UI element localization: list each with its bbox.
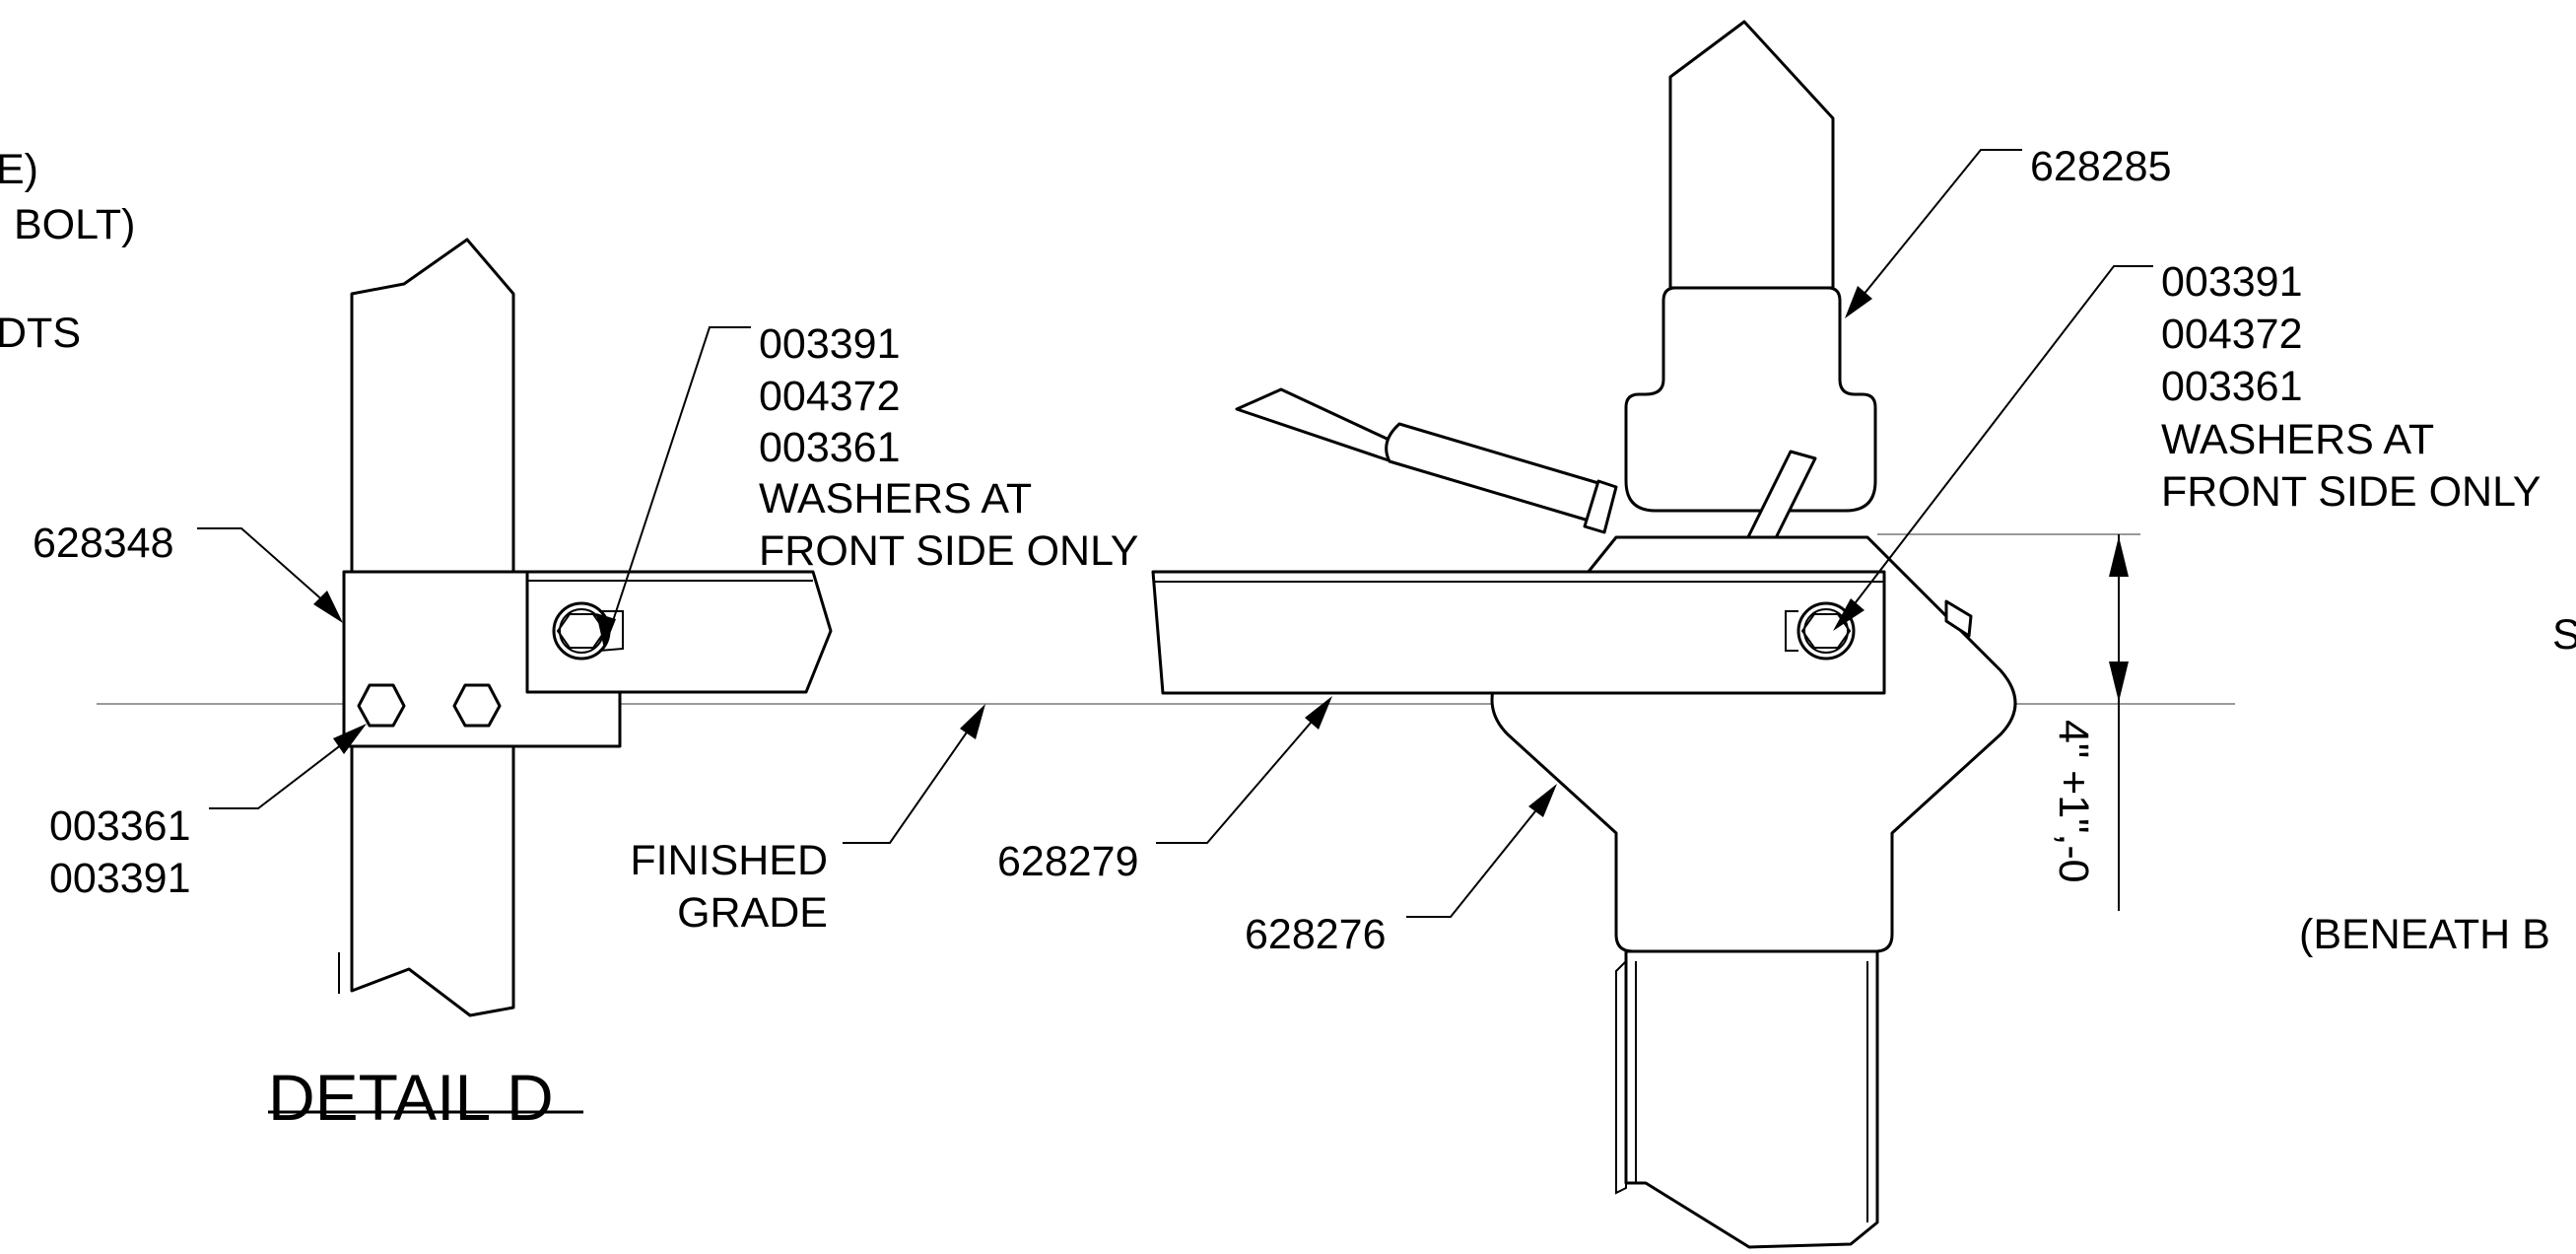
detail-d-hw-3: 003361 bbox=[759, 424, 901, 471]
detail-d-bottom-hw-1: 003361 bbox=[49, 802, 191, 850]
base-pipe-flange bbox=[1615, 958, 1627, 1195]
detail-d: DETAIL D 628348 003391 004372 003361 WAS… bbox=[33, 238, 1138, 1134]
main-rail-bolt bbox=[1785, 601, 1856, 661]
base-pipe bbox=[1624, 949, 1879, 1249]
main-assembly: 628285 003391 004372 003361 WASHERS AT F… bbox=[997, 20, 2541, 1249]
detail-d-hw-1: 003391 bbox=[759, 320, 901, 368]
left-callout-line-3: DTS bbox=[0, 310, 81, 357]
side-tab bbox=[1944, 599, 1973, 638]
main-rail-part: 628279 bbox=[997, 838, 1139, 885]
detail-d-hw-4: WASHERS AT bbox=[759, 475, 1032, 522]
main-hw-4: WASHERS AT bbox=[2161, 416, 2434, 463]
detail-d-bottom-hw-2: 003391 bbox=[49, 855, 191, 902]
main-hw-5: FRONT SIDE ONLY bbox=[2161, 468, 2541, 516]
detail-d-bolt-2 bbox=[452, 683, 502, 728]
finished-grade-label-2: GRADE bbox=[677, 889, 828, 937]
brace-end bbox=[1583, 479, 1618, 534]
main-rail bbox=[1151, 570, 1886, 695]
base-part: 628276 bbox=[1245, 911, 1387, 958]
detail-d-rail bbox=[525, 570, 833, 694]
detail-d-bolt-1 bbox=[357, 683, 406, 728]
height-dimension: 4" +1",-0 bbox=[2050, 534, 2129, 911]
right-callout-beneath: (BENEATH B bbox=[2299, 911, 2550, 958]
main-hw-3: 003361 bbox=[2161, 363, 2303, 410]
main-hw-1: 003391 bbox=[2161, 258, 2303, 306]
post-sleeve bbox=[1624, 286, 1877, 513]
brace-rod bbox=[1235, 387, 1399, 465]
brace-tube bbox=[1385, 422, 1600, 522]
height-dimension-text: 4" +1",-0 bbox=[2050, 720, 2097, 883]
detail-d-bracket-part: 628348 bbox=[33, 520, 174, 567]
main-hw-2: 004372 bbox=[2161, 311, 2303, 358]
detail-d-title: DETAIL D bbox=[268, 1061, 554, 1134]
finished-grade-label-1: FINISHED bbox=[630, 837, 828, 884]
left-callout-line-2: BOLT) bbox=[14, 201, 135, 248]
upper-post bbox=[1668, 20, 1835, 290]
detail-d-hw-5: FRONT SIDE ONLY bbox=[759, 527, 1138, 575]
left-callout-line-1: E) bbox=[0, 146, 38, 193]
right-callout-s: S bbox=[2552, 611, 2576, 659]
detail-d-top-bolt bbox=[552, 601, 624, 661]
detail-d-hw-2: 004372 bbox=[759, 373, 901, 420]
upper-post-part: 628285 bbox=[2030, 143, 2172, 190]
